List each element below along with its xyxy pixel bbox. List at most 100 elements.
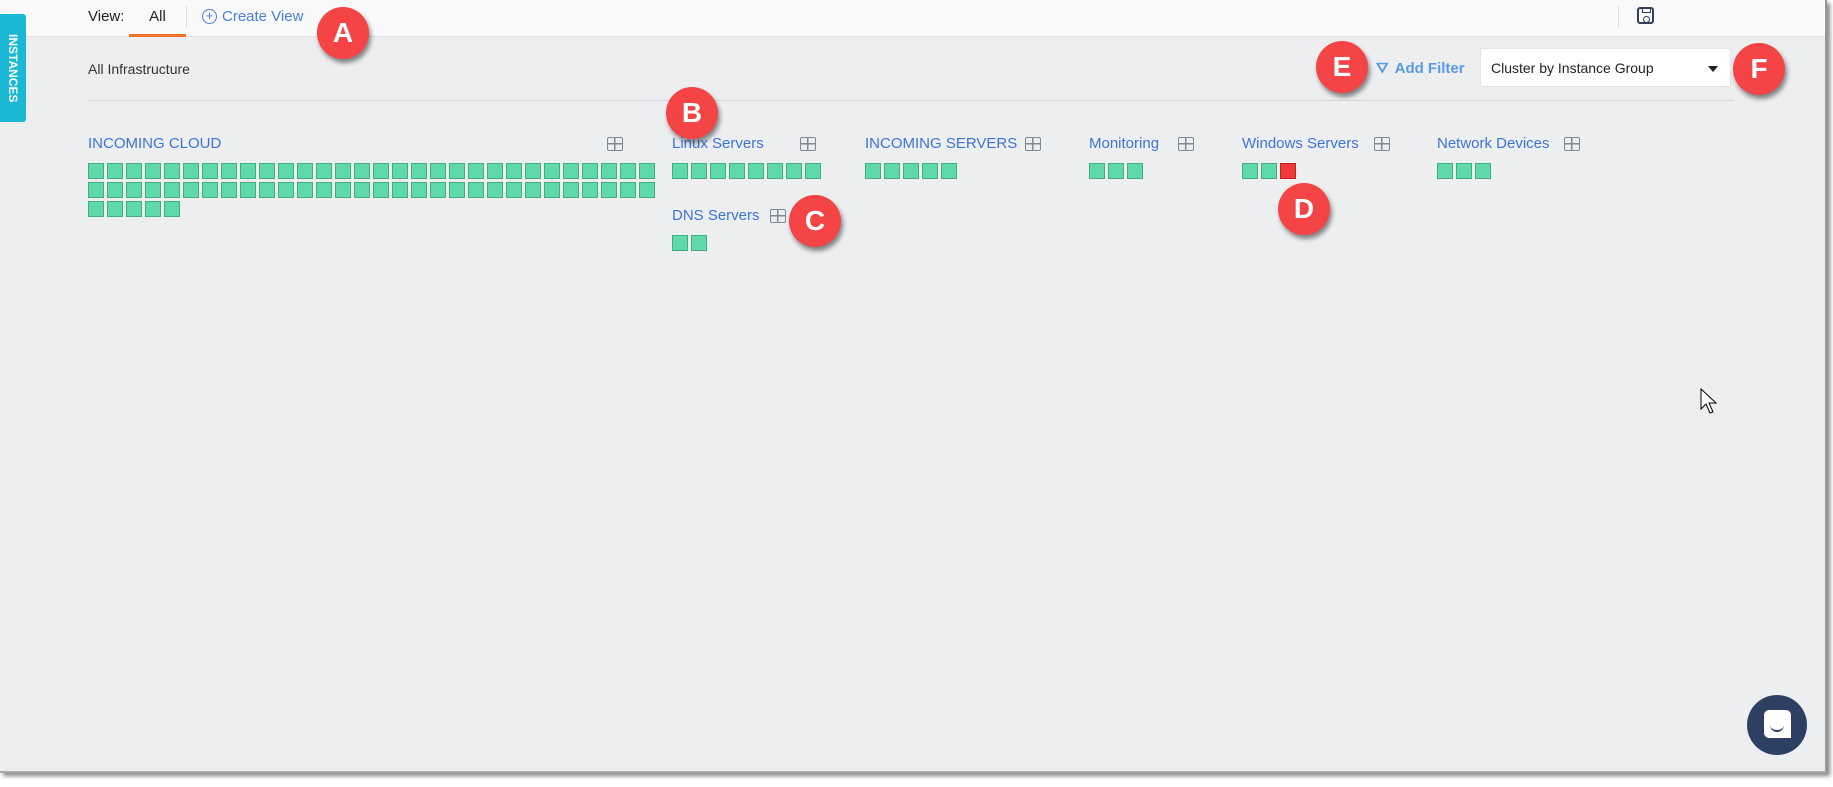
instance-healthy[interactable]: [278, 163, 294, 179]
table-view-icon[interactable]: [1374, 137, 1390, 151]
instance-healthy[interactable]: [487, 163, 503, 179]
instance-healthy[interactable]: [506, 163, 522, 179]
instance-healthy[interactable]: [487, 182, 503, 198]
instances-side-tab[interactable]: INSTANCES: [0, 14, 26, 122]
instance-healthy[interactable]: [411, 182, 427, 198]
instance-healthy[interactable]: [88, 201, 104, 217]
instance-healthy[interactable]: [468, 163, 484, 179]
instance-healthy[interactable]: [278, 182, 294, 198]
instance-healthy[interactable]: [691, 235, 707, 251]
instance-healthy[interactable]: [202, 163, 218, 179]
instance-healthy[interactable]: [601, 163, 617, 179]
table-view-icon[interactable]: [1564, 137, 1580, 151]
group-title-link[interactable]: Linux Servers: [672, 135, 764, 152]
instance-healthy[interactable]: [126, 163, 142, 179]
instance-healthy[interactable]: [710, 163, 726, 179]
instance-healthy[interactable]: [240, 163, 256, 179]
instance-healthy[interactable]: [525, 163, 541, 179]
instance-healthy[interactable]: [1456, 163, 1472, 179]
instance-healthy[interactable]: [672, 235, 688, 251]
instance-healthy[interactable]: [449, 163, 465, 179]
instance-healthy[interactable]: [335, 182, 351, 198]
group-title-link[interactable]: Windows Servers: [1242, 135, 1359, 152]
instance-healthy[interactable]: [316, 163, 332, 179]
instance-healthy[interactable]: [88, 182, 104, 198]
instance-healthy[interactable]: [672, 163, 688, 179]
instance-healthy[interactable]: [126, 201, 142, 217]
instance-healthy[interactable]: [373, 182, 389, 198]
instance-healthy[interactable]: [563, 182, 579, 198]
instance-healthy[interactable]: [620, 182, 636, 198]
instance-healthy[interactable]: [941, 163, 957, 179]
instance-healthy[interactable]: [922, 163, 938, 179]
instance-healthy[interactable]: [221, 163, 237, 179]
instance-healthy[interactable]: [1437, 163, 1453, 179]
instance-healthy[interactable]: [392, 182, 408, 198]
instance-healthy[interactable]: [392, 163, 408, 179]
instance-healthy[interactable]: [145, 163, 161, 179]
instance-healthy[interactable]: [884, 163, 900, 179]
instance-healthy[interactable]: [1242, 163, 1258, 179]
instance-healthy[interactable]: [297, 182, 313, 198]
instance-healthy[interactable]: [126, 182, 142, 198]
instance-healthy[interactable]: [525, 182, 541, 198]
instance-healthy[interactable]: [786, 163, 802, 179]
instance-healthy[interactable]: [468, 182, 484, 198]
instance-healthy[interactable]: [297, 163, 313, 179]
group-title-link[interactable]: INCOMING CLOUD: [88, 135, 222, 152]
instance-healthy[interactable]: [316, 182, 332, 198]
instance-healthy[interactable]: [107, 182, 123, 198]
save-icon[interactable]: [1637, 7, 1654, 24]
group-title-link[interactable]: DNS Servers: [672, 207, 760, 224]
instance-healthy[interactable]: [729, 163, 745, 179]
add-filter-button[interactable]: ⛛Add Filter: [1376, 60, 1465, 77]
instance-healthy[interactable]: [221, 182, 237, 198]
table-view-icon[interactable]: [607, 137, 623, 151]
instance-healthy[interactable]: [335, 163, 351, 179]
instance-healthy[interactable]: [620, 163, 636, 179]
instance-healthy[interactable]: [240, 182, 256, 198]
instance-healthy[interactable]: [259, 182, 275, 198]
instance-healthy[interactable]: [903, 163, 919, 179]
instance-critical[interactable]: [1280, 163, 1296, 179]
instance-healthy[interactable]: [164, 163, 180, 179]
table-view-icon[interactable]: [1178, 137, 1194, 151]
instance-healthy[interactable]: [164, 182, 180, 198]
instance-healthy[interactable]: [430, 163, 446, 179]
instance-healthy[interactable]: [691, 163, 707, 179]
instance-healthy[interactable]: [107, 163, 123, 179]
instance-healthy[interactable]: [582, 163, 598, 179]
instance-healthy[interactable]: [107, 201, 123, 217]
cluster-by-select[interactable]: Cluster by Instance Group: [1480, 48, 1731, 87]
instance-healthy[interactable]: [88, 163, 104, 179]
instance-healthy[interactable]: [1108, 163, 1124, 179]
instance-healthy[interactable]: [1089, 163, 1105, 179]
create-view-button[interactable]: +Create View: [202, 8, 303, 25]
instance-healthy[interactable]: [805, 163, 821, 179]
instance-healthy[interactable]: [164, 201, 180, 217]
instance-healthy[interactable]: [748, 163, 764, 179]
tab-all[interactable]: All: [129, 0, 186, 37]
table-view-icon[interactable]: [1025, 137, 1041, 151]
instance-healthy[interactable]: [601, 182, 617, 198]
instance-healthy[interactable]: [544, 163, 560, 179]
instance-healthy[interactable]: [1261, 163, 1277, 179]
instance-healthy[interactable]: [1127, 163, 1143, 179]
instance-healthy[interactable]: [563, 163, 579, 179]
instance-healthy[interactable]: [183, 182, 199, 198]
instance-healthy[interactable]: [544, 182, 560, 198]
instance-healthy[interactable]: [1475, 163, 1491, 179]
instance-healthy[interactable]: [202, 182, 218, 198]
instance-healthy[interactable]: [354, 163, 370, 179]
instance-healthy[interactable]: [639, 163, 655, 179]
instance-healthy[interactable]: [430, 182, 446, 198]
instance-healthy[interactable]: [259, 163, 275, 179]
instance-healthy[interactable]: [767, 163, 783, 179]
group-title-link[interactable]: Monitoring: [1089, 135, 1160, 152]
instance-healthy[interactable]: [639, 182, 655, 198]
instance-healthy[interactable]: [865, 163, 881, 179]
instance-healthy[interactable]: [145, 201, 161, 217]
instance-healthy[interactable]: [373, 163, 389, 179]
group-title-link[interactable]: Network Devices: [1437, 135, 1550, 152]
table-view-icon[interactable]: [770, 209, 786, 223]
